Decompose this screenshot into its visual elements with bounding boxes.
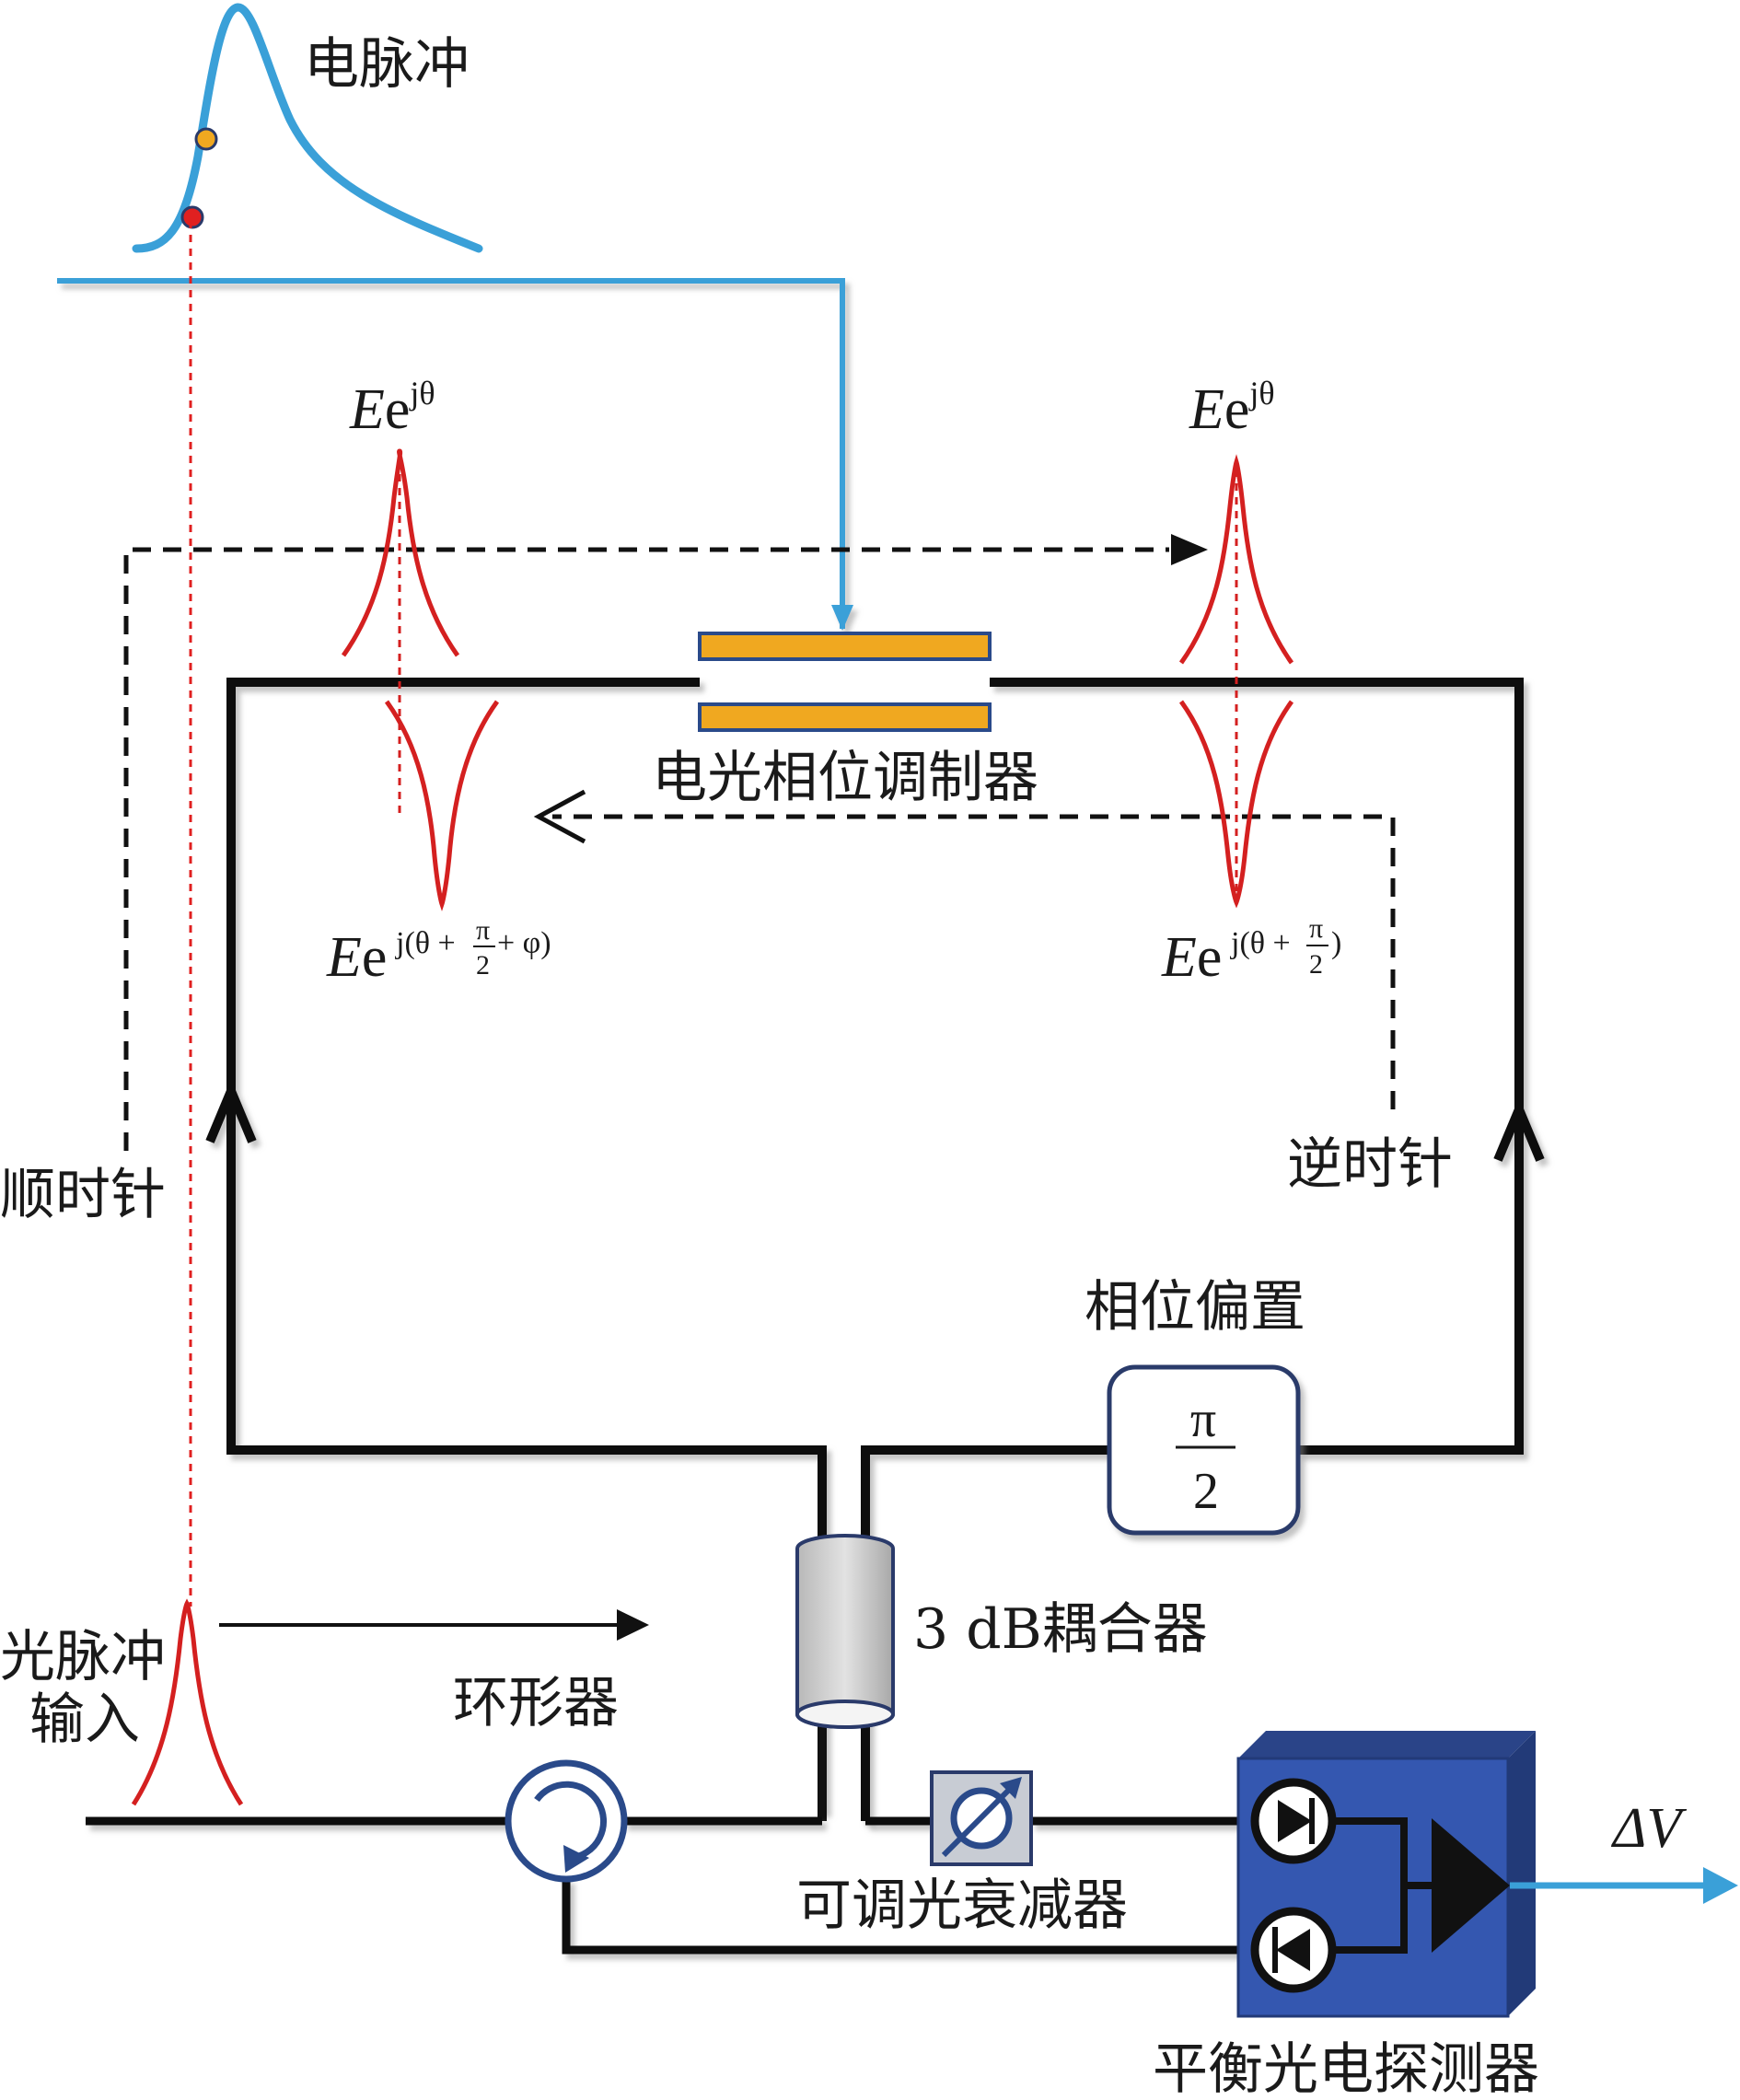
cw-pulse-right (1178, 454, 1294, 898)
field-label-cw-right: Eejθ (1189, 375, 1275, 441)
circulator: 环形器 (453, 1671, 628, 1883)
field-label-cw-left: Eejθ (349, 375, 435, 441)
detector-top-face (1238, 1731, 1536, 1758)
clockwise-dashed-path (123, 547, 1169, 1151)
svg-text:): ) (1331, 926, 1341, 960)
modulator-electrode-top (698, 632, 992, 661)
svg-text:π: π (1309, 913, 1323, 944)
circulator-label: 环形器 (453, 1671, 619, 1735)
svg-text:j(θ +: j(θ + (395, 926, 456, 960)
fiber-lines (86, 1816, 1238, 1955)
tunable-attenuator: 可调光衰减器 (796, 1770, 1128, 1938)
balanced-photodetector: 平衡光电探测器 (1153, 1731, 1539, 2100)
optical-pulse-label-line1: 光脉冲 (0, 1625, 166, 1689)
electric-pulse-label: 电脉冲 (304, 32, 470, 97)
attenuator-label: 可调光衰减器 (796, 1874, 1128, 1938)
loop-left-arrow (205, 1079, 257, 1143)
svg-text:2: 2 (476, 950, 490, 980)
svg-text:j(θ +: j(θ + (1230, 926, 1291, 960)
coupler-3db: 3 dB耦合器 (795, 1534, 1208, 1821)
field-label-ccw-left: Ee j(θ + π 2 + φ) (326, 915, 551, 989)
electric-pulse-group: 电脉冲 (132, 3, 483, 253)
phase-bias-denominator: 2 (1193, 1463, 1219, 1520)
eo-phase-modulator: 电光相位调制器 (652, 632, 1038, 810)
phase-bias-numerator: π (1190, 1391, 1216, 1448)
sample-point-red (180, 205, 204, 229)
ccw-arrow-head (533, 789, 586, 844)
phase-bias: 相位偏置 π 2 (1085, 1275, 1305, 1536)
modulator-label: 电光相位调制器 (652, 746, 1038, 810)
modulator-electrode-bottom (698, 702, 992, 732)
ccw-dashed-path (552, 814, 1396, 1109)
clockwise-arrow-head (1171, 534, 1208, 565)
cw-pulse-left (341, 448, 460, 819)
circulator-body (505, 1759, 628, 1883)
ccw-pulse-left-curve (384, 700, 500, 911)
clockwise-label: 顺时针 (0, 1163, 166, 1227)
svg-text:π: π (476, 915, 490, 946)
loop-right-arrow (1493, 1097, 1545, 1162)
rf-signal-line (57, 278, 853, 631)
optical-input-pulse (131, 1598, 244, 1806)
attenuator-adjust-arrow (941, 1781, 1018, 1858)
field-label-ccw-right: Ee j(θ + π 2 ) (1161, 913, 1341, 989)
cw-pulse-right-curve (1178, 454, 1294, 665)
phase-bias-label: 相位偏置 (1085, 1275, 1305, 1340)
electric-pulse-curve (132, 3, 483, 253)
cw-pulse-left-curve (341, 448, 460, 657)
detector-side-face (1508, 1731, 1536, 2016)
detector-label: 平衡光电探测器 (1153, 2037, 1539, 2100)
svg-text:Ee: Ee (1161, 926, 1222, 989)
ccw-pulse-left (384, 700, 500, 911)
coupler-body (795, 1534, 895, 1729)
phase-bias-box (1107, 1364, 1301, 1536)
svg-text:2: 2 (1309, 949, 1323, 980)
coupler-label: 3 dB耦合器 (913, 1597, 1208, 1662)
ccw-pulse-right-curve (1178, 700, 1294, 909)
amplifier-triangle (1432, 1818, 1510, 1953)
output-signal: ΔV (1510, 1797, 1738, 1904)
optical-input: 光脉冲 输入 (0, 1598, 649, 1806)
optical-pulse-label-line2: 输入 (29, 1688, 140, 1752)
loop-right-path (990, 678, 1524, 1455)
sample-point-orange (194, 127, 218, 151)
svg-text:+ φ): + φ) (497, 926, 551, 960)
circulator-to-detector (562, 1878, 1238, 1955)
ccw-pulse-right (1178, 700, 1294, 909)
output-label: ΔV (1610, 1797, 1687, 1860)
loop-left-path (226, 678, 827, 1812)
counterclockwise-label: 逆时针 (1287, 1132, 1453, 1197)
svg-text:Ee: Ee (326, 926, 387, 989)
circulator-arrow (534, 1781, 608, 1862)
